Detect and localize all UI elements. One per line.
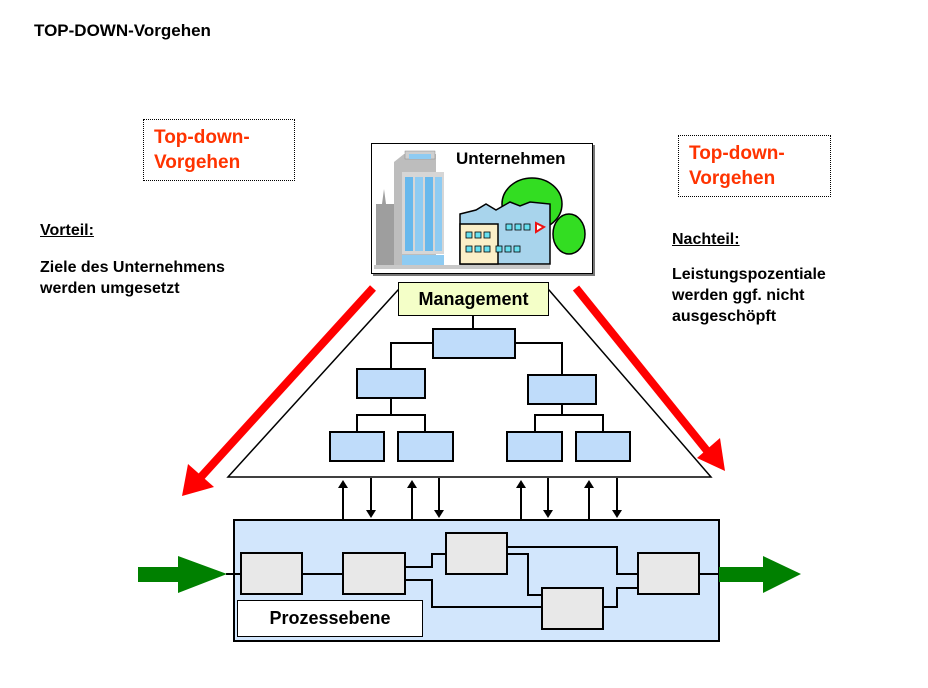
top-down-right-line2: Vorgehen [689, 168, 776, 189]
company-illustration-icon [374, 150, 586, 269]
top-down-label-left: Top-down- Vorgehen [143, 119, 295, 181]
advantage-heading: Vorteil: [40, 222, 94, 239]
hierarchy-pyramid [226, 289, 713, 478]
top-down-left-line2: Vorgehen [154, 152, 241, 173]
org-connectors [356, 316, 604, 432]
advantage-line2: werden umgesetzt [40, 280, 180, 297]
top-down-label-right: Top-down- Vorgehen [678, 135, 831, 197]
process-level-label: Prozessebene [237, 600, 423, 637]
top-down-right-line1: Top-down- [689, 143, 785, 164]
disadvantage-line2: werden ggf. nicht [672, 287, 805, 304]
advantage-text: Ziele des Unternehmens werden umgesetzt [40, 257, 225, 299]
org-box-mid-right [527, 374, 597, 405]
level-arrows [338, 478, 622, 519]
disadvantage-line1: Leistungspozentiale [672, 266, 826, 283]
red-arrow-right [572, 285, 725, 471]
org-boxes [329, 328, 631, 462]
green-arrow-output [719, 556, 801, 593]
org-box-top [432, 328, 516, 359]
org-box-bottom-2 [397, 431, 454, 462]
management-box: Management [398, 282, 549, 316]
top-down-left-line1: Top-down- [154, 127, 250, 148]
advantage-line1: Ziele des Unternehmens [40, 259, 225, 276]
disadvantage-text: Leistungspozentiale werden ggf. nicht au… [672, 264, 826, 327]
process-connectors [226, 546, 719, 608]
process-box-2 [342, 552, 406, 595]
green-arrow-input [138, 556, 227, 593]
company-image-box [371, 143, 593, 274]
process-box-5 [637, 552, 700, 595]
page-title: TOP-DOWN-Vorgehen [34, 21, 211, 40]
company-label: Unternehmen [456, 149, 566, 168]
org-box-bottom-1 [329, 431, 385, 462]
disadvantage-heading: Nachteil: [672, 231, 740, 248]
org-box-bottom-4 [575, 431, 631, 462]
org-box-bottom-3 [506, 431, 563, 462]
process-box-3 [445, 532, 508, 575]
red-arrow-left [182, 285, 376, 496]
process-box-4 [541, 587, 604, 630]
process-box-1 [240, 552, 303, 595]
disadvantage-line3: ausgeschöpft [672, 308, 777, 325]
process-boxes [240, 532, 700, 630]
org-box-mid-left [356, 368, 426, 399]
